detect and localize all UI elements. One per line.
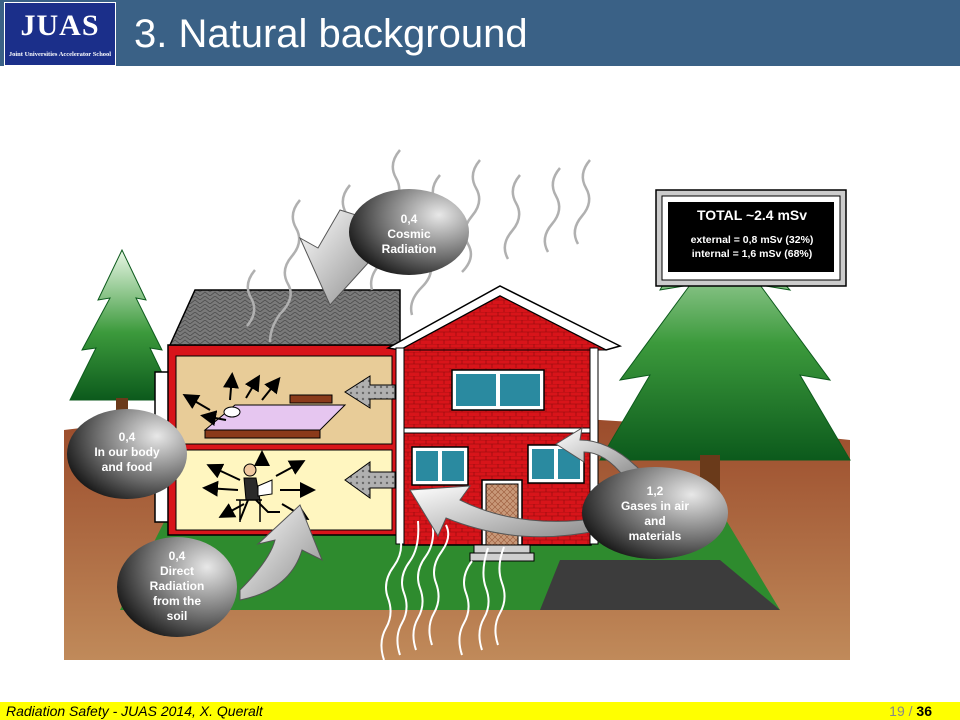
body-line-1: In our body bbox=[94, 445, 160, 459]
logo-text: JUAS bbox=[20, 9, 100, 42]
juas-logo: JUAS Joint Universities Accelerator Scho… bbox=[4, 2, 116, 66]
person-reading bbox=[236, 463, 280, 522]
soil-bubble bbox=[117, 537, 237, 637]
total-internal: internal = 1,6 mSv (68%) bbox=[691, 248, 813, 260]
corner-post-left bbox=[395, 347, 405, 545]
wall-arrow-upper bbox=[344, 375, 396, 409]
total-pages: 36 bbox=[916, 703, 932, 719]
right-gable bbox=[399, 295, 607, 351]
cosmic-value: 0,4 bbox=[400, 212, 418, 226]
soil-radiation-label: 0,4 Direct Radiation from the soil bbox=[127, 549, 227, 624]
footer-bar: Radiation Safety - JUAS 2014, X. Queralt… bbox=[0, 702, 960, 720]
page-separator: / bbox=[908, 703, 913, 719]
total-dose-box: TOTAL ~2.4 mSv external = 0,8 mSv (32%) … bbox=[670, 204, 834, 264]
soil-arrow bbox=[239, 504, 323, 601]
gas-arrow-lower bbox=[409, 485, 601, 538]
gas-arrow-upper bbox=[555, 426, 641, 479]
bed bbox=[203, 394, 347, 439]
total-title: TOTAL ~2.4 mSv bbox=[696, 207, 808, 223]
gases-line-1: Gases in air bbox=[620, 499, 690, 513]
floor-divider bbox=[402, 427, 592, 434]
cosmic-bubble bbox=[349, 189, 469, 275]
cosmic-radiation-label: 0,4 Cosmic Radiation bbox=[359, 212, 459, 257]
logo-subtitle: Joint Universities Accelerator School bbox=[8, 51, 112, 58]
gases-line-3: materials bbox=[628, 529, 682, 543]
total-sign bbox=[655, 189, 847, 287]
current-page: 19 bbox=[889, 703, 905, 719]
body-food-label: 0,4 In our body and food bbox=[77, 430, 177, 475]
body-value: 0,4 bbox=[118, 430, 136, 444]
soil-line-2: Radiation bbox=[149, 579, 205, 593]
total-external: external = 0,8 mSv (32%) bbox=[690, 234, 814, 246]
footer-credit: Radiation Safety - JUAS 2014, X. Queralt bbox=[6, 703, 263, 719]
cosmic-line-2: Radiation bbox=[381, 242, 437, 256]
soil-line-4: soil bbox=[166, 609, 188, 623]
window-lower-right bbox=[527, 444, 585, 484]
gases-line-2: and bbox=[644, 514, 666, 528]
page-number: 19 / 36 bbox=[889, 703, 932, 719]
body-bubble bbox=[67, 409, 187, 499]
gases-bubble bbox=[582, 467, 728, 559]
gases-value: 1,2 bbox=[646, 484, 664, 498]
header-bar: JUAS Joint Universities Accelerator Scho… bbox=[0, 0, 960, 66]
slide-title: 3. Natural background bbox=[134, 12, 528, 56]
soil-line-3: from the bbox=[153, 594, 201, 608]
natural-background-illustration bbox=[64, 149, 851, 661]
gases-label: 1,2 Gases in air and materials bbox=[595, 484, 715, 544]
window-upper bbox=[451, 369, 545, 411]
soil-value: 0,4 bbox=[168, 549, 186, 563]
left-roof bbox=[168, 289, 401, 346]
driveway bbox=[540, 560, 780, 610]
soil-radiation-lines bbox=[380, 519, 506, 661]
wall-arrow-lower bbox=[344, 461, 396, 499]
body-line-2: and food bbox=[101, 460, 153, 474]
cosmic-line-1: Cosmic bbox=[387, 227, 431, 241]
soil-line-1: Direct bbox=[159, 564, 194, 578]
window-lower-left bbox=[411, 446, 469, 486]
